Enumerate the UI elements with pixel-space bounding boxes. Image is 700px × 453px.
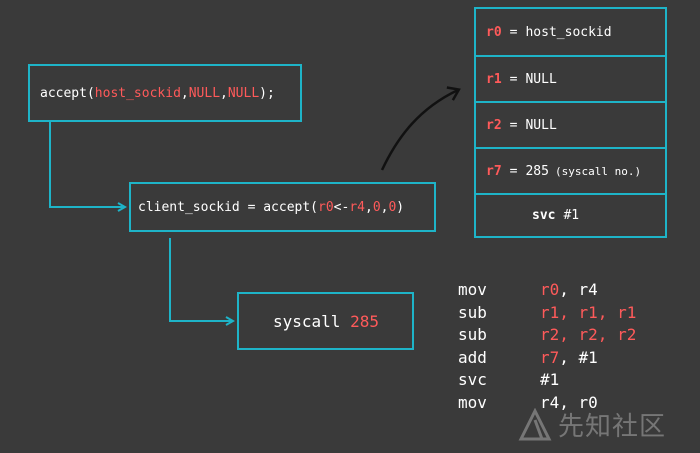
client-end: )	[396, 199, 405, 215]
asm-line: mov r0, r4	[458, 279, 636, 302]
svc-op: svc	[532, 208, 556, 223]
register-value: host_sockid	[525, 24, 612, 40]
asm-line: sub r2, r2, r2	[458, 324, 636, 347]
asm-line: add r7, #1	[458, 347, 636, 370]
register-row-r2: r2 = NULL	[476, 101, 665, 147]
asm-opcode: mov	[458, 280, 487, 299]
watermark-text: 先知社区	[558, 412, 667, 442]
accept-fn: accept(	[40, 85, 95, 101]
client-zero-1: 0	[372, 199, 381, 215]
watermark: 先知社区	[518, 406, 666, 443]
asm-operand: #1	[540, 370, 560, 389]
accept-arg-null-1: NULL	[188, 85, 221, 101]
register-value: 285	[525, 163, 549, 179]
register-name: r0	[486, 24, 502, 40]
register-value: NULL	[525, 71, 557, 87]
client-prefix: client_sockid = accept(	[138, 199, 319, 215]
asm-line: mov r4, r0	[458, 392, 636, 415]
register-note: (syscall no.)	[554, 164, 642, 178]
asm-opcode: add	[458, 347, 487, 367]
accept-arg-host-sockid: host_sockid	[94, 85, 181, 101]
accept-arg-null-2: NULL	[227, 85, 260, 101]
register-eq: =	[509, 24, 518, 40]
asm-operand: ,	[559, 280, 579, 299]
asm-opcode: sub	[458, 302, 487, 322]
register-row-svc: svc #1	[476, 193, 665, 236]
register-name: r2	[486, 117, 502, 133]
asm-opcode: mov	[458, 392, 487, 412]
register-name: r7	[486, 163, 502, 179]
syscall-box: syscall 285	[237, 292, 414, 350]
register-row-r1: r1 = NULL	[476, 55, 665, 101]
register-eq: =	[509, 71, 518, 87]
client-sockid-box: client_sockid = accept(r0<-r4, 0, 0)	[129, 182, 436, 232]
xianzhi-logo-icon	[518, 407, 552, 440]
asm-opcode: svc	[458, 370, 487, 389]
client-arrow: <-	[333, 199, 350, 215]
accept-sep: ,	[180, 85, 189, 101]
register-eq: =	[509, 163, 518, 179]
syscall-number: 285	[350, 311, 379, 331]
asm-operand: r0	[540, 280, 560, 299]
register-name: r1	[486, 71, 502, 87]
connector-accept-to-client	[49, 122, 124, 207]
client-r0: r0	[318, 199, 334, 215]
asm-operand: r4	[578, 280, 598, 299]
syscall-label: syscall	[273, 311, 351, 331]
accept-call-box: accept(host_sockid, NULL, NULL);	[28, 64, 302, 122]
asm-operand: r1, r1, r1	[540, 302, 637, 322]
client-r4: r4	[349, 199, 365, 215]
accept-sep: ,	[220, 85, 228, 101]
svc-arg: #1	[563, 208, 580, 223]
assembly-listing: mov r0, r4 sub r1, r1, r1 sub r2, r2, r2 add r7…	[458, 279, 636, 414]
client-zero-2: 0	[388, 199, 397, 215]
accept-end: );	[259, 85, 275, 101]
register-table: r0 = host_sockid r1 = NULL r2 = NULL r7 …	[474, 7, 667, 238]
client-sep: ,	[364, 199, 373, 215]
connector-client-to-syscall	[169, 238, 232, 321]
asm-operand: r7	[540, 347, 560, 367]
asm-operand: r4, r0	[540, 392, 598, 412]
asm-line: sub r1, r1, r1	[458, 302, 636, 325]
asm-operand: , #1	[559, 347, 598, 367]
register-row-r0: r0 = host_sockid	[476, 9, 665, 55]
register-value: NULL	[525, 117, 557, 133]
client-sep: ,	[380, 199, 389, 215]
asm-line: svc #1	[458, 369, 636, 392]
curved-arrow	[380, 90, 458, 171]
asm-operand: r2, r2, r2	[540, 325, 637, 344]
register-eq: =	[509, 117, 518, 133]
asm-opcode: sub	[458, 325, 487, 344]
register-row-r7: r7 = 285 (syscall no.)	[476, 147, 665, 193]
